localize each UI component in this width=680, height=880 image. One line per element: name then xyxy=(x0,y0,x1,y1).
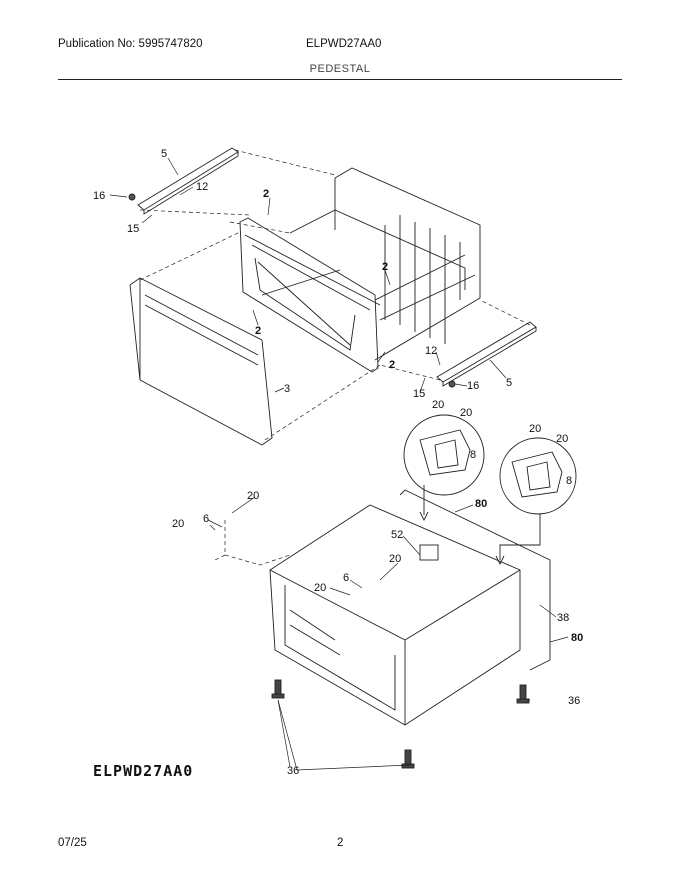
bracket-detail-left xyxy=(403,414,485,522)
callout-5: 5 xyxy=(506,377,512,389)
callout-12: 12 xyxy=(196,181,208,193)
callout-80: 80 xyxy=(571,632,583,644)
callout-8: 8 xyxy=(566,475,572,487)
callout-8: 8 xyxy=(470,449,476,461)
leveling-legs xyxy=(271,679,530,769)
footer-date: 07/25 xyxy=(58,837,87,849)
callout-16: 16 xyxy=(467,380,479,392)
callout-36: 36 xyxy=(287,765,299,777)
section-title: PEDESTAL xyxy=(309,63,371,75)
callout-16: 16 xyxy=(93,190,105,202)
page-number: 2 xyxy=(337,837,344,849)
callout-36: 36 xyxy=(568,695,580,707)
wire-harness xyxy=(214,520,291,566)
drawer-front-frame xyxy=(239,217,381,373)
callout-20: 20 xyxy=(529,423,541,435)
header-rule xyxy=(58,79,622,80)
callout-2: 2 xyxy=(263,188,269,200)
callout-15: 15 xyxy=(413,388,425,400)
callout-20: 20 xyxy=(172,518,184,530)
callout-52: 52 xyxy=(391,529,403,541)
left-drawer-rail xyxy=(128,147,239,215)
callout-20: 20 xyxy=(314,582,326,594)
model-number: ELPWD27AA0 xyxy=(306,38,382,50)
right-drawer-rail xyxy=(436,321,537,388)
callout-5: 5 xyxy=(161,148,167,160)
callout-20: 20 xyxy=(556,433,568,445)
drawer-basket xyxy=(289,167,481,361)
callout-20: 20 xyxy=(247,490,259,502)
callout-20: 20 xyxy=(389,553,401,565)
model-stamp: ELPWD27AA0 xyxy=(93,762,194,780)
callout-15: 15 xyxy=(127,223,139,235)
callout-12: 12 xyxy=(425,345,437,357)
callout-6: 6 xyxy=(343,572,349,584)
callout-20: 20 xyxy=(460,407,472,419)
callout-2: 2 xyxy=(389,359,395,371)
bracket-detail-right xyxy=(495,437,577,566)
publication-number: Publication No: 5995747820 xyxy=(58,38,203,50)
callout-3: 3 xyxy=(284,383,290,395)
callout-80: 80 xyxy=(475,498,487,510)
guide-lines-upper xyxy=(139,149,531,441)
callout-2: 2 xyxy=(255,325,261,337)
pedestal-base xyxy=(269,489,551,726)
callout-38: 38 xyxy=(557,612,569,624)
callout-20: 20 xyxy=(432,399,444,411)
callout-2: 2 xyxy=(382,261,388,273)
leader-lines xyxy=(109,157,569,771)
callout-6: 6 xyxy=(203,513,209,525)
drawer-front-panel xyxy=(129,277,273,446)
